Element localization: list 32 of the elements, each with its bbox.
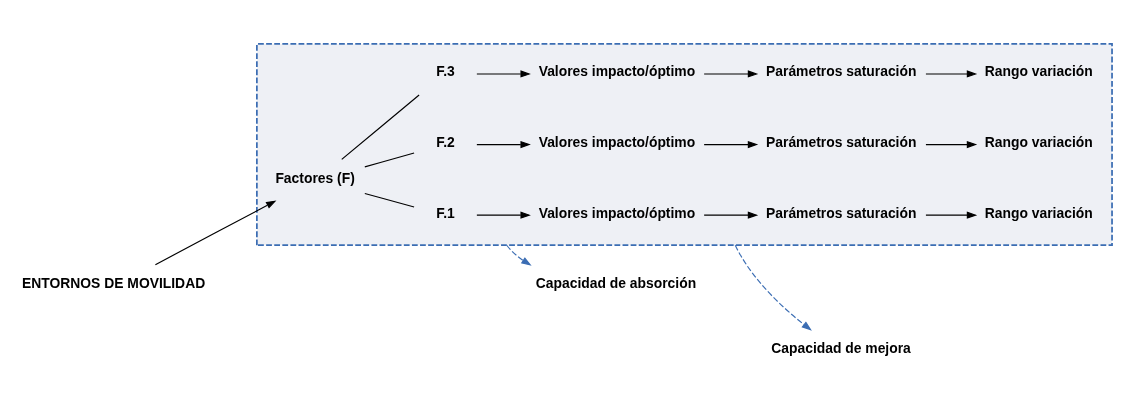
arrow	[476, 140, 531, 148]
connector	[341, 93, 420, 160]
cluster	[256, 42, 1113, 246]
arrow	[703, 140, 759, 148]
node-text: Valores impacto/óptimo	[538, 62, 696, 79]
node-text: Rango variación	[984, 62, 1093, 79]
arrow	[154, 199, 277, 265]
arrow	[925, 69, 978, 78]
node-text: Rango variación	[984, 133, 1093, 150]
node-text: Valores impacto/óptimo	[538, 133, 696, 150]
node-text: Parámetros saturación	[766, 62, 917, 79]
node-text: Valores impacto/óptimo	[538, 204, 696, 221]
node-text: Parámetros saturación	[766, 133, 917, 150]
arrow	[506, 244, 532, 266]
node-text: F.2	[436, 133, 455, 150]
arrow	[703, 211, 759, 219]
node-text: F.1	[436, 204, 455, 221]
node-text: Factores (F)	[275, 169, 355, 186]
arrow	[925, 211, 978, 219]
arrow	[734, 244, 812, 331]
arrow	[476, 69, 531, 78]
node-text: Rango variación	[984, 204, 1093, 221]
arrow	[703, 69, 759, 78]
node-text: Capacidad de absorción	[535, 274, 697, 291]
node-text: ENTORNOS DE MOVILIDAD	[21, 274, 206, 291]
connector	[364, 192, 415, 208]
node-text: F.3	[436, 62, 455, 79]
node-text: Parámetros saturación	[766, 204, 917, 221]
connector	[364, 151, 415, 167]
arrow	[925, 140, 978, 148]
arrow	[476, 211, 531, 219]
node-text: Capacidad de mejora	[771, 339, 911, 356]
